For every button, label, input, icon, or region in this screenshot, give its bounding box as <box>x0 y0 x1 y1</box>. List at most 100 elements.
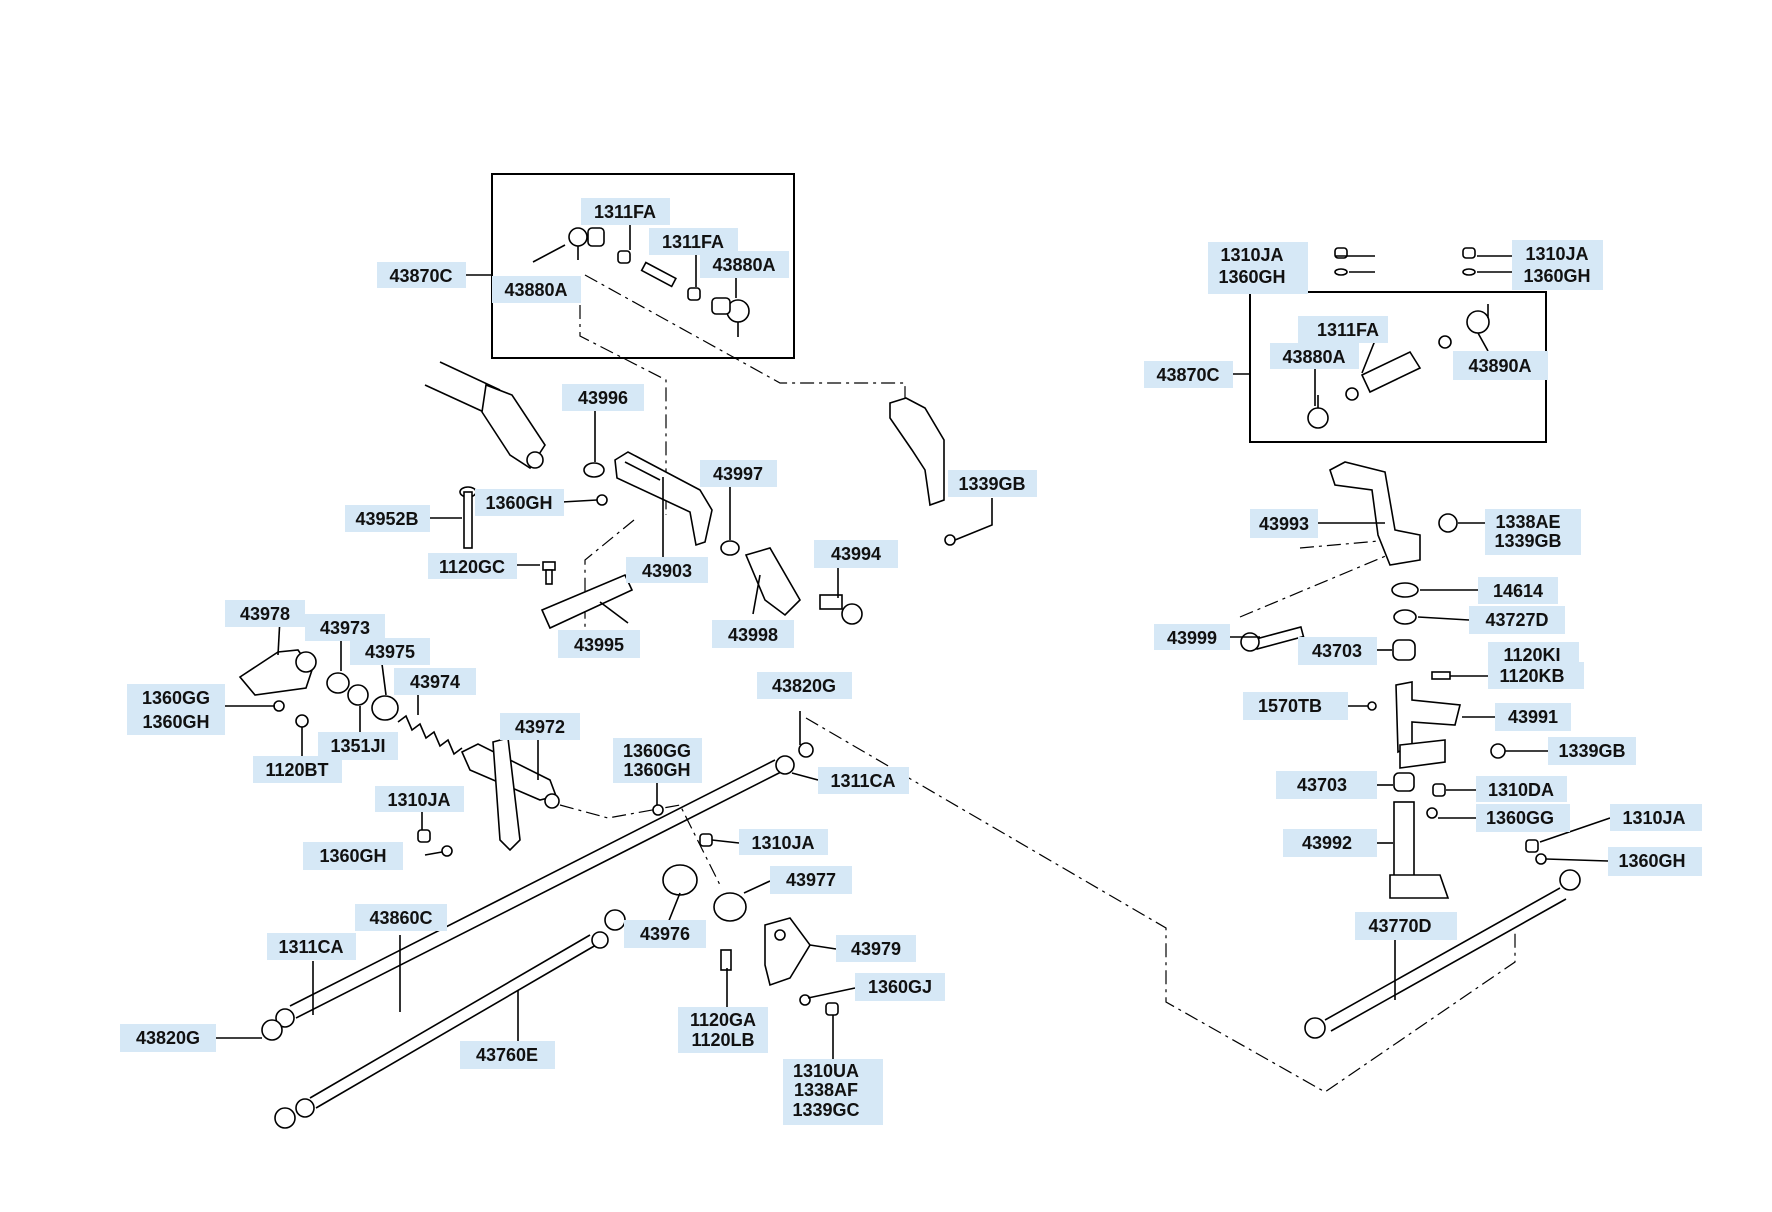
part-label-43995: 43995 <box>558 630 640 658</box>
washer-43996 <box>583 462 605 478</box>
svg-text:1360GH: 1360GH <box>1618 851 1685 871</box>
svg-text:1360GH: 1360GH <box>1218 267 1285 287</box>
bushing-43703-lower <box>1393 772 1415 792</box>
part-label-1339GB: 1339GB <box>1548 737 1636 765</box>
svg-text:1310JA: 1310JA <box>1622 808 1685 828</box>
svg-text:43996: 43996 <box>578 388 628 408</box>
svg-text:43995: 43995 <box>574 635 624 655</box>
washer-1360GG-left <box>273 700 285 712</box>
svg-text:1311FA: 1311FA <box>1317 320 1379 340</box>
part-label-1339GB: 1339GB <box>1485 529 1581 555</box>
part-label-43998: 43998 <box>712 620 794 648</box>
svg-text:43997: 43997 <box>713 464 763 484</box>
svg-text:1310JA: 1310JA <box>387 790 450 810</box>
part-label-1310JA: 1310JA <box>375 786 464 812</box>
bracket-43993 <box>1329 461 1421 566</box>
link-rod-rightbox <box>1345 335 1452 401</box>
part-label-43974: 43974 <box>394 668 476 695</box>
svg-text:43727D: 43727D <box>1485 610 1548 630</box>
svg-text:43975: 43975 <box>365 642 415 662</box>
svg-text:43978: 43978 <box>240 604 290 624</box>
svg-text:43998: 43998 <box>728 625 778 645</box>
bracket-1339GB-upper <box>889 397 956 546</box>
shaft-upper-left <box>424 361 546 470</box>
part-label-43997: 43997 <box>700 460 777 487</box>
part-label-14614: 14614 <box>1478 577 1558 604</box>
washer-1360GG-mid <box>652 804 664 816</box>
part-label-1339GC: 1339GC <box>783 1097 883 1125</box>
part-label-43978: 43978 <box>225 600 305 627</box>
svg-text:1339GB: 1339GB <box>1494 531 1561 551</box>
part-label-43770D: 43770D <box>1355 912 1457 940</box>
svg-text:43972: 43972 <box>515 717 565 737</box>
svg-text:1338AE: 1338AE <box>1495 512 1560 532</box>
part-label-1311CA: 1311CA <box>818 767 909 794</box>
bushing-43703-upper <box>1392 639 1416 661</box>
bolt-43999 <box>1240 625 1305 652</box>
svg-text:43993: 43993 <box>1259 514 1309 534</box>
svg-text:1360GH: 1360GH <box>142 712 209 732</box>
svg-text:43870C: 43870C <box>389 266 452 286</box>
nut-1310JA-right <box>1525 839 1539 853</box>
svg-text:1310JA: 1310JA <box>751 833 814 853</box>
bolt-1120GA <box>720 949 732 971</box>
part-label-1360GJ: 1360GJ <box>855 973 945 1001</box>
rod-43760E <box>274 909 626 1129</box>
part-label-43890A: 43890A <box>1453 351 1548 380</box>
nut-1338AE <box>1438 513 1458 533</box>
part-label-1360GH: 1360GH <box>1208 264 1308 294</box>
svg-text:43870C: 43870C <box>1156 365 1219 385</box>
svg-text:1120LB: 1120LB <box>691 1030 754 1050</box>
bushing-43977 <box>713 892 747 922</box>
bushing-43976 <box>662 864 698 896</box>
bolt-1120KI <box>1431 671 1451 680</box>
part-label-43972: 43972 <box>500 713 580 740</box>
part-label-1310JA: 1310JA <box>1512 240 1603 266</box>
part-label-1360GH: 1360GH <box>1608 847 1702 876</box>
part-label-43977: 43977 <box>770 866 852 894</box>
svg-text:43880A: 43880A <box>1282 347 1345 367</box>
nut-1310JA-top-right <box>1462 247 1476 259</box>
lever-43998 <box>744 547 801 617</box>
svg-text:1360GH: 1360GH <box>623 760 690 780</box>
part-label-1120GC: 1120GC <box>428 553 517 579</box>
svg-text:43979: 43979 <box>851 939 901 959</box>
bolt-43994 <box>819 594 863 625</box>
svg-text:1310JA: 1310JA <box>1525 244 1588 264</box>
svg-text:1360GJ: 1360GJ <box>868 977 932 997</box>
part-label-43860C: 43860C <box>355 904 447 931</box>
part-label-43703: 43703 <box>1298 637 1377 665</box>
svg-text:1311FA: 1311FA <box>662 232 724 252</box>
svg-text:1360GH: 1360GH <box>485 493 552 513</box>
part-label-1311FA: 1311FA <box>1298 316 1388 343</box>
svg-text:1120GC: 1120GC <box>439 557 505 577</box>
ball-joint-43880A-rightbox <box>1307 395 1329 429</box>
svg-text:43820G: 43820G <box>772 676 836 696</box>
svg-text:1360GG: 1360GG <box>1486 808 1554 828</box>
part-label-43870C: 43870C <box>1144 361 1233 388</box>
part-label-1310JA: 1310JA <box>1610 804 1702 831</box>
part-label-43870C: 43870C <box>377 262 466 288</box>
part-label-43992: 43992 <box>1283 829 1377 857</box>
dash-lines <box>559 274 1516 1093</box>
svg-text:1311CA: 1311CA <box>278 937 343 957</box>
nut-1310JA-mid <box>699 833 713 847</box>
svg-text:43703: 43703 <box>1312 641 1362 661</box>
part-label-43727D: 43727D <box>1469 606 1565 634</box>
svg-text:43860C: 43860C <box>369 908 432 928</box>
part-label-1360GG: 1360GG <box>1476 804 1570 832</box>
svg-text:1310UA: 1310UA <box>793 1061 859 1081</box>
svg-text:1339GB: 1339GB <box>1558 741 1625 761</box>
svg-text:1338AF: 1338AF <box>794 1080 858 1100</box>
svg-text:1360GH: 1360GH <box>319 846 386 866</box>
assembly-box-left <box>491 173 795 359</box>
part-label-1339GB: 1339GB <box>948 470 1037 497</box>
svg-text:1310JA: 1310JA <box>1220 245 1283 265</box>
pin-left-box <box>640 261 677 288</box>
svg-text:43903: 43903 <box>642 561 692 581</box>
nut-1310DA <box>1432 783 1446 797</box>
svg-text:1360GG: 1360GG <box>142 688 210 708</box>
part-label-43880A: 43880A <box>492 276 581 303</box>
svg-text:43760E: 43760E <box>476 1045 538 1065</box>
washer-14614 <box>1391 582 1419 598</box>
